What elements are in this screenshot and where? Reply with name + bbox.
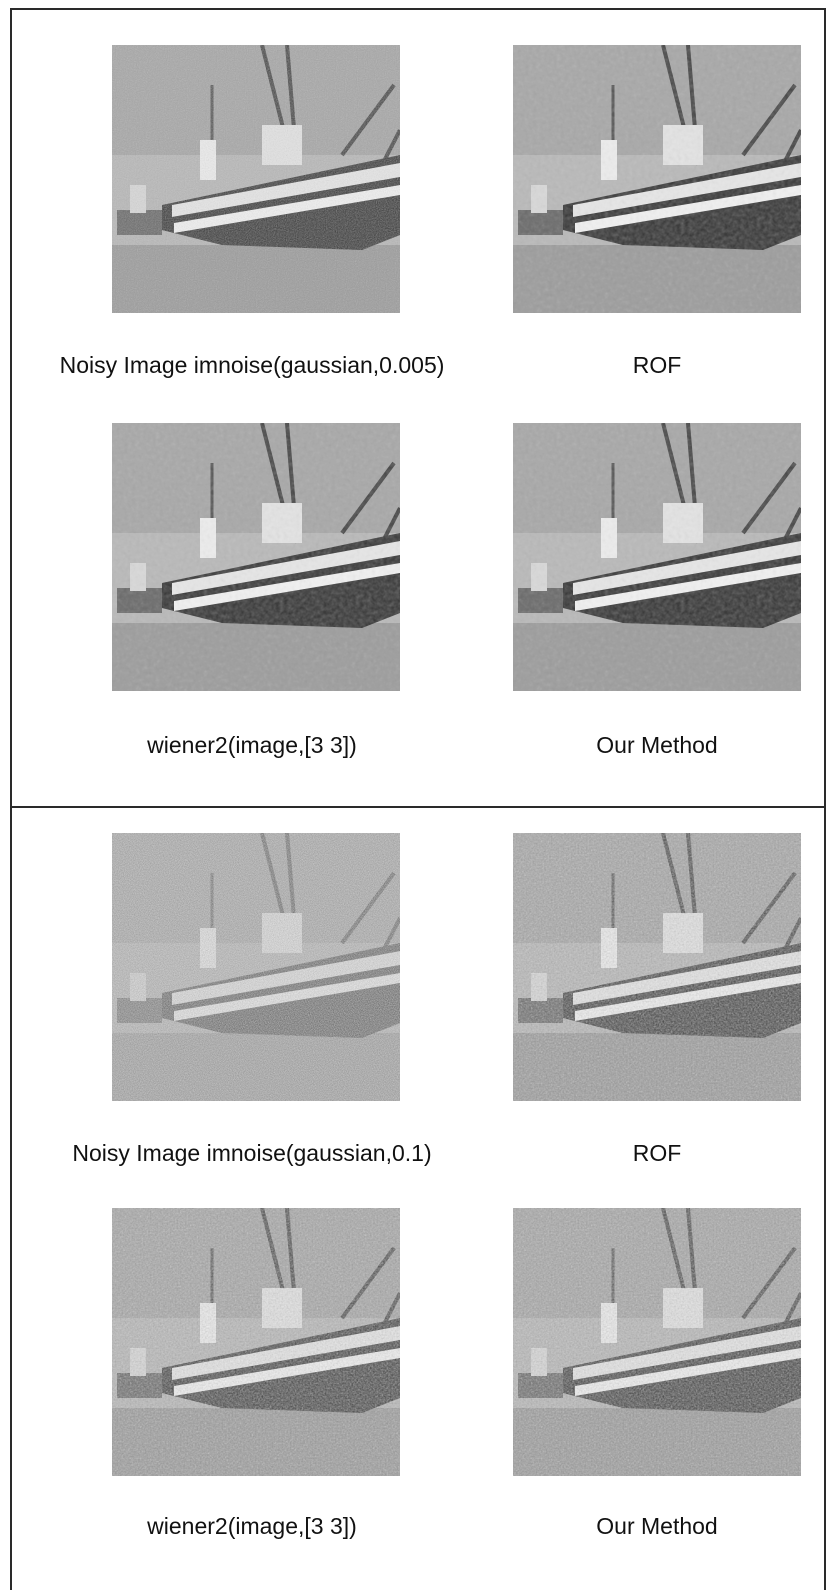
wiener-image-high	[112, 1208, 400, 1476]
noisy-image-high	[112, 833, 400, 1101]
caption-wiener-low: wiener2(image,[3 3])	[147, 732, 357, 758]
noisy-image-low	[112, 45, 400, 313]
our-method-image-high	[513, 1208, 801, 1476]
caption-noisy-low: Noisy Image imnoise(gaussian,0.005)	[59, 352, 445, 378]
rof-image-high	[513, 833, 801, 1101]
caption-rof-low: ROF	[632, 352, 682, 378]
caption-ours-high: Our Method	[596, 1513, 718, 1539]
caption-rof-high: ROF	[632, 1140, 682, 1166]
rof-image-low	[513, 45, 801, 313]
caption-noisy-high: Noisy Image imnoise(gaussian,0.1)	[72, 1140, 432, 1166]
caption-wiener-high: wiener2(image,[3 3])	[147, 1513, 357, 1539]
wiener-image-low	[112, 423, 400, 691]
our-method-image-low	[513, 423, 801, 691]
caption-ours-low: Our Method	[596, 732, 718, 758]
